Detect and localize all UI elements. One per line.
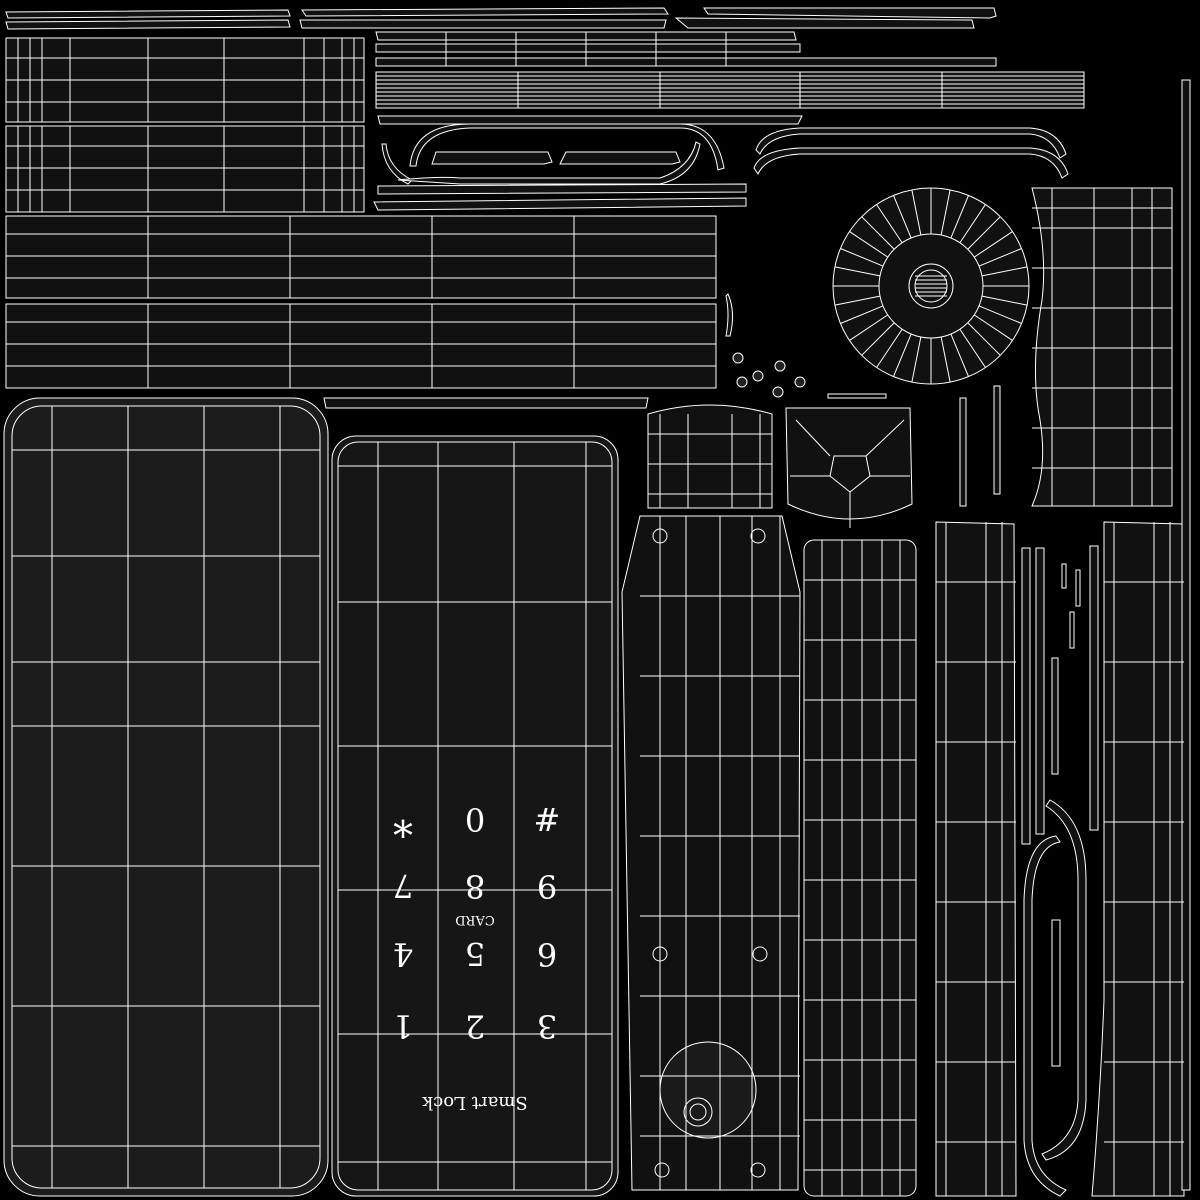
wire-edge <box>876 204 903 244</box>
long-strip-panel <box>375 71 1085 109</box>
wire-edge <box>911 189 922 236</box>
right-curved-panel <box>1031 187 1173 507</box>
wire-edge <box>893 333 912 377</box>
wire-edge <box>950 333 969 377</box>
keypad-key: 6 <box>537 935 557 973</box>
keypad-face-panel <box>331 435 619 1197</box>
keypad-key: 1 <box>393 1007 413 1045</box>
right-tall-strip-a <box>935 521 1017 1197</box>
keypad-key: 3 <box>537 1007 557 1045</box>
radial-disk <box>832 187 1030 385</box>
wire-edge <box>940 336 951 383</box>
thin-vertical-bits <box>827 79 1191 1191</box>
wire-edge <box>981 295 1028 306</box>
top-left-grid-panel-b <box>5 125 365 213</box>
wire-edge <box>861 216 895 250</box>
wire-edge <box>893 195 912 239</box>
wire-edge <box>876 328 903 368</box>
wire-edge <box>978 305 1022 324</box>
wire-edge <box>967 216 1001 250</box>
wire-edge <box>849 231 889 258</box>
wire-edge <box>911 336 922 383</box>
wire-edge <box>840 305 884 324</box>
cap-block-a <box>647 404 773 509</box>
brand-label: Smart Lock <box>421 1092 528 1113</box>
wire-edge <box>973 231 1013 258</box>
wire-edge <box>959 204 986 244</box>
keypad-key: 7 <box>393 867 413 905</box>
keypad-key: 5 <box>465 935 485 973</box>
long-panel-b <box>5 303 717 389</box>
keypad-key: * <box>393 798 413 844</box>
keypad-key: 8 <box>465 867 485 905</box>
wire-edge <box>973 314 1013 341</box>
wire-edge <box>959 328 986 368</box>
wire-edge <box>849 314 889 341</box>
wire-edge <box>840 248 884 267</box>
card-label: CARD <box>455 912 495 927</box>
long-panel-a <box>5 215 717 299</box>
keypad-key: 0 <box>465 800 485 838</box>
keypad-key: 9 <box>537 867 557 905</box>
wire-edge <box>981 266 1028 277</box>
top-strips <box>5 7 997 409</box>
wire-edge <box>950 195 969 239</box>
wire-edge <box>967 322 1001 356</box>
wire-edge <box>834 266 881 277</box>
large-rounded-panel <box>3 397 329 1197</box>
wire-edge <box>861 322 895 356</box>
keypad-key: # <box>534 800 561 838</box>
curved-handle <box>1023 799 1087 1197</box>
keypad-key: 2 <box>465 1007 485 1045</box>
handle-arc-pieces <box>381 123 1069 185</box>
right-tall-strip-b <box>1091 521 1185 1197</box>
keypad-labels: 3 2 1 6 5 4 9 8 7 # 0 * CARD Smart Lock <box>393 798 561 1113</box>
handle-body <box>621 515 801 1191</box>
wire-edge <box>940 189 951 236</box>
cap-block-b <box>785 407 913 528</box>
wire-edge <box>834 295 881 306</box>
narrow-tall-panel <box>803 539 917 1197</box>
keypad-key: 4 <box>393 935 413 973</box>
wire-edge <box>978 248 1022 267</box>
small-bolt-circles <box>725 293 806 398</box>
